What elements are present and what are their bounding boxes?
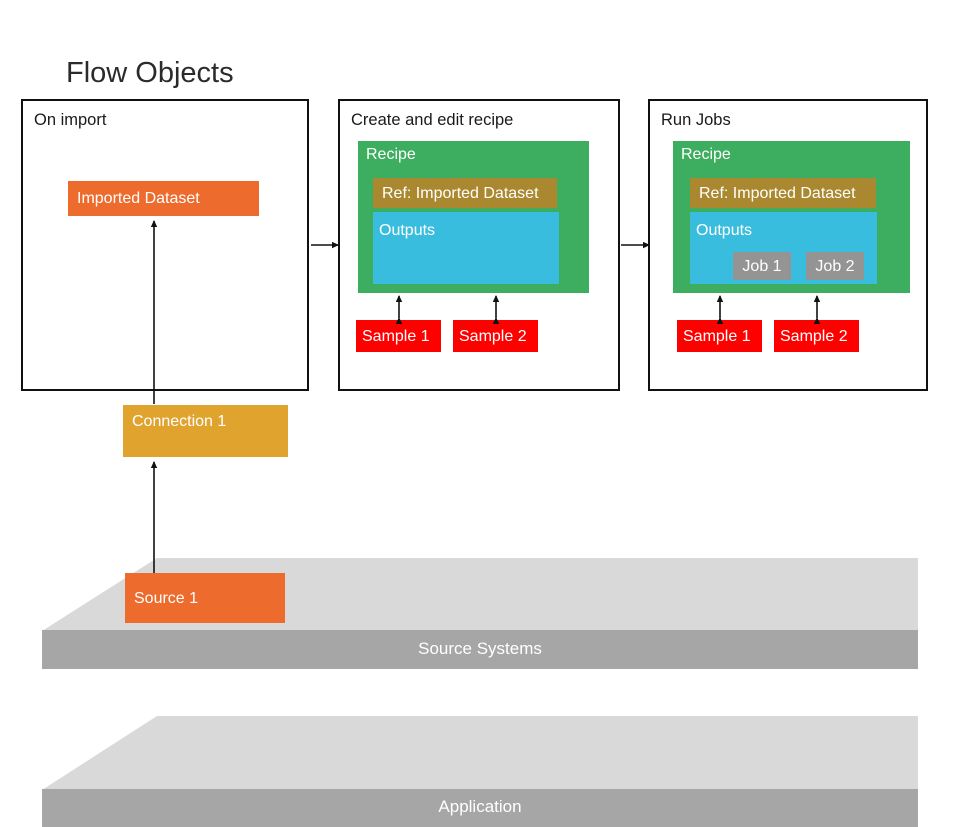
sample-2-label-panel3: Sample 2 — [780, 327, 848, 345]
sample-1-label-panel3: Sample 1 — [683, 327, 751, 345]
page-title: Flow Objects — [66, 57, 234, 89]
source-systems-label: Source Systems — [418, 639, 542, 658]
source-systems-slab-front — [42, 630, 918, 669]
source-1-label: Source 1 — [134, 589, 199, 607]
panel-on-import-label: On import — [34, 111, 107, 129]
job-2-label: Job 2 — [815, 257, 855, 275]
application-label: Application — [438, 797, 522, 816]
ref-imported-dataset-label-panel2: Ref: Imported Dataset — [382, 184, 539, 202]
recipe-label-panel2: Recipe — [366, 146, 416, 163]
sample-1-label-panel2: Sample 1 — [362, 327, 430, 345]
sample-2-block-panel2[interactable]: Sample 2 — [453, 320, 538, 352]
panel-run-jobs-label: Run Jobs — [661, 111, 731, 129]
job-1-label: Job 1 — [742, 257, 782, 275]
connection-1-block[interactable]: Connection 1 — [123, 405, 288, 457]
job-2-block[interactable]: Job 2 — [806, 252, 864, 280]
diagram-canvas: Source Systems Source 1 Application Conn… — [21, 57, 928, 827]
application-slab-top — [42, 716, 918, 790]
panel-on-import[interactable]: On import — [21, 99, 309, 391]
outputs-block-panel2[interactable]: Outputs — [373, 212, 559, 284]
sample-1-block-panel3[interactable]: Sample 1 — [677, 320, 762, 352]
ref-imported-dataset-block-panel3[interactable]: Ref: Imported Dataset — [690, 178, 876, 208]
imported-dataset-block[interactable]: Imported Dataset — [68, 181, 259, 216]
imported-dataset-label: Imported Dataset — [77, 190, 200, 207]
outputs-label-panel2: Outputs — [379, 222, 436, 239]
ref-imported-dataset-block-panel2[interactable]: Ref: Imported Dataset — [373, 178, 557, 208]
outputs-label-panel3: Outputs — [696, 222, 753, 239]
panel-create-edit-recipe-label: Create and edit recipe — [351, 111, 514, 129]
recipe-label-panel3: Recipe — [681, 146, 731, 163]
source-1-block[interactable]: Source 1 — [125, 573, 285, 623]
sample-2-label-panel2: Sample 2 — [459, 327, 527, 345]
sample-2-block-panel3[interactable]: Sample 2 — [774, 320, 859, 352]
connection-1-label: Connection 1 — [132, 413, 227, 430]
ref-imported-dataset-label-panel3: Ref: Imported Dataset — [699, 184, 856, 202]
sample-1-block-panel2[interactable]: Sample 1 — [356, 320, 441, 352]
job-1-block[interactable]: Job 1 — [733, 252, 791, 280]
